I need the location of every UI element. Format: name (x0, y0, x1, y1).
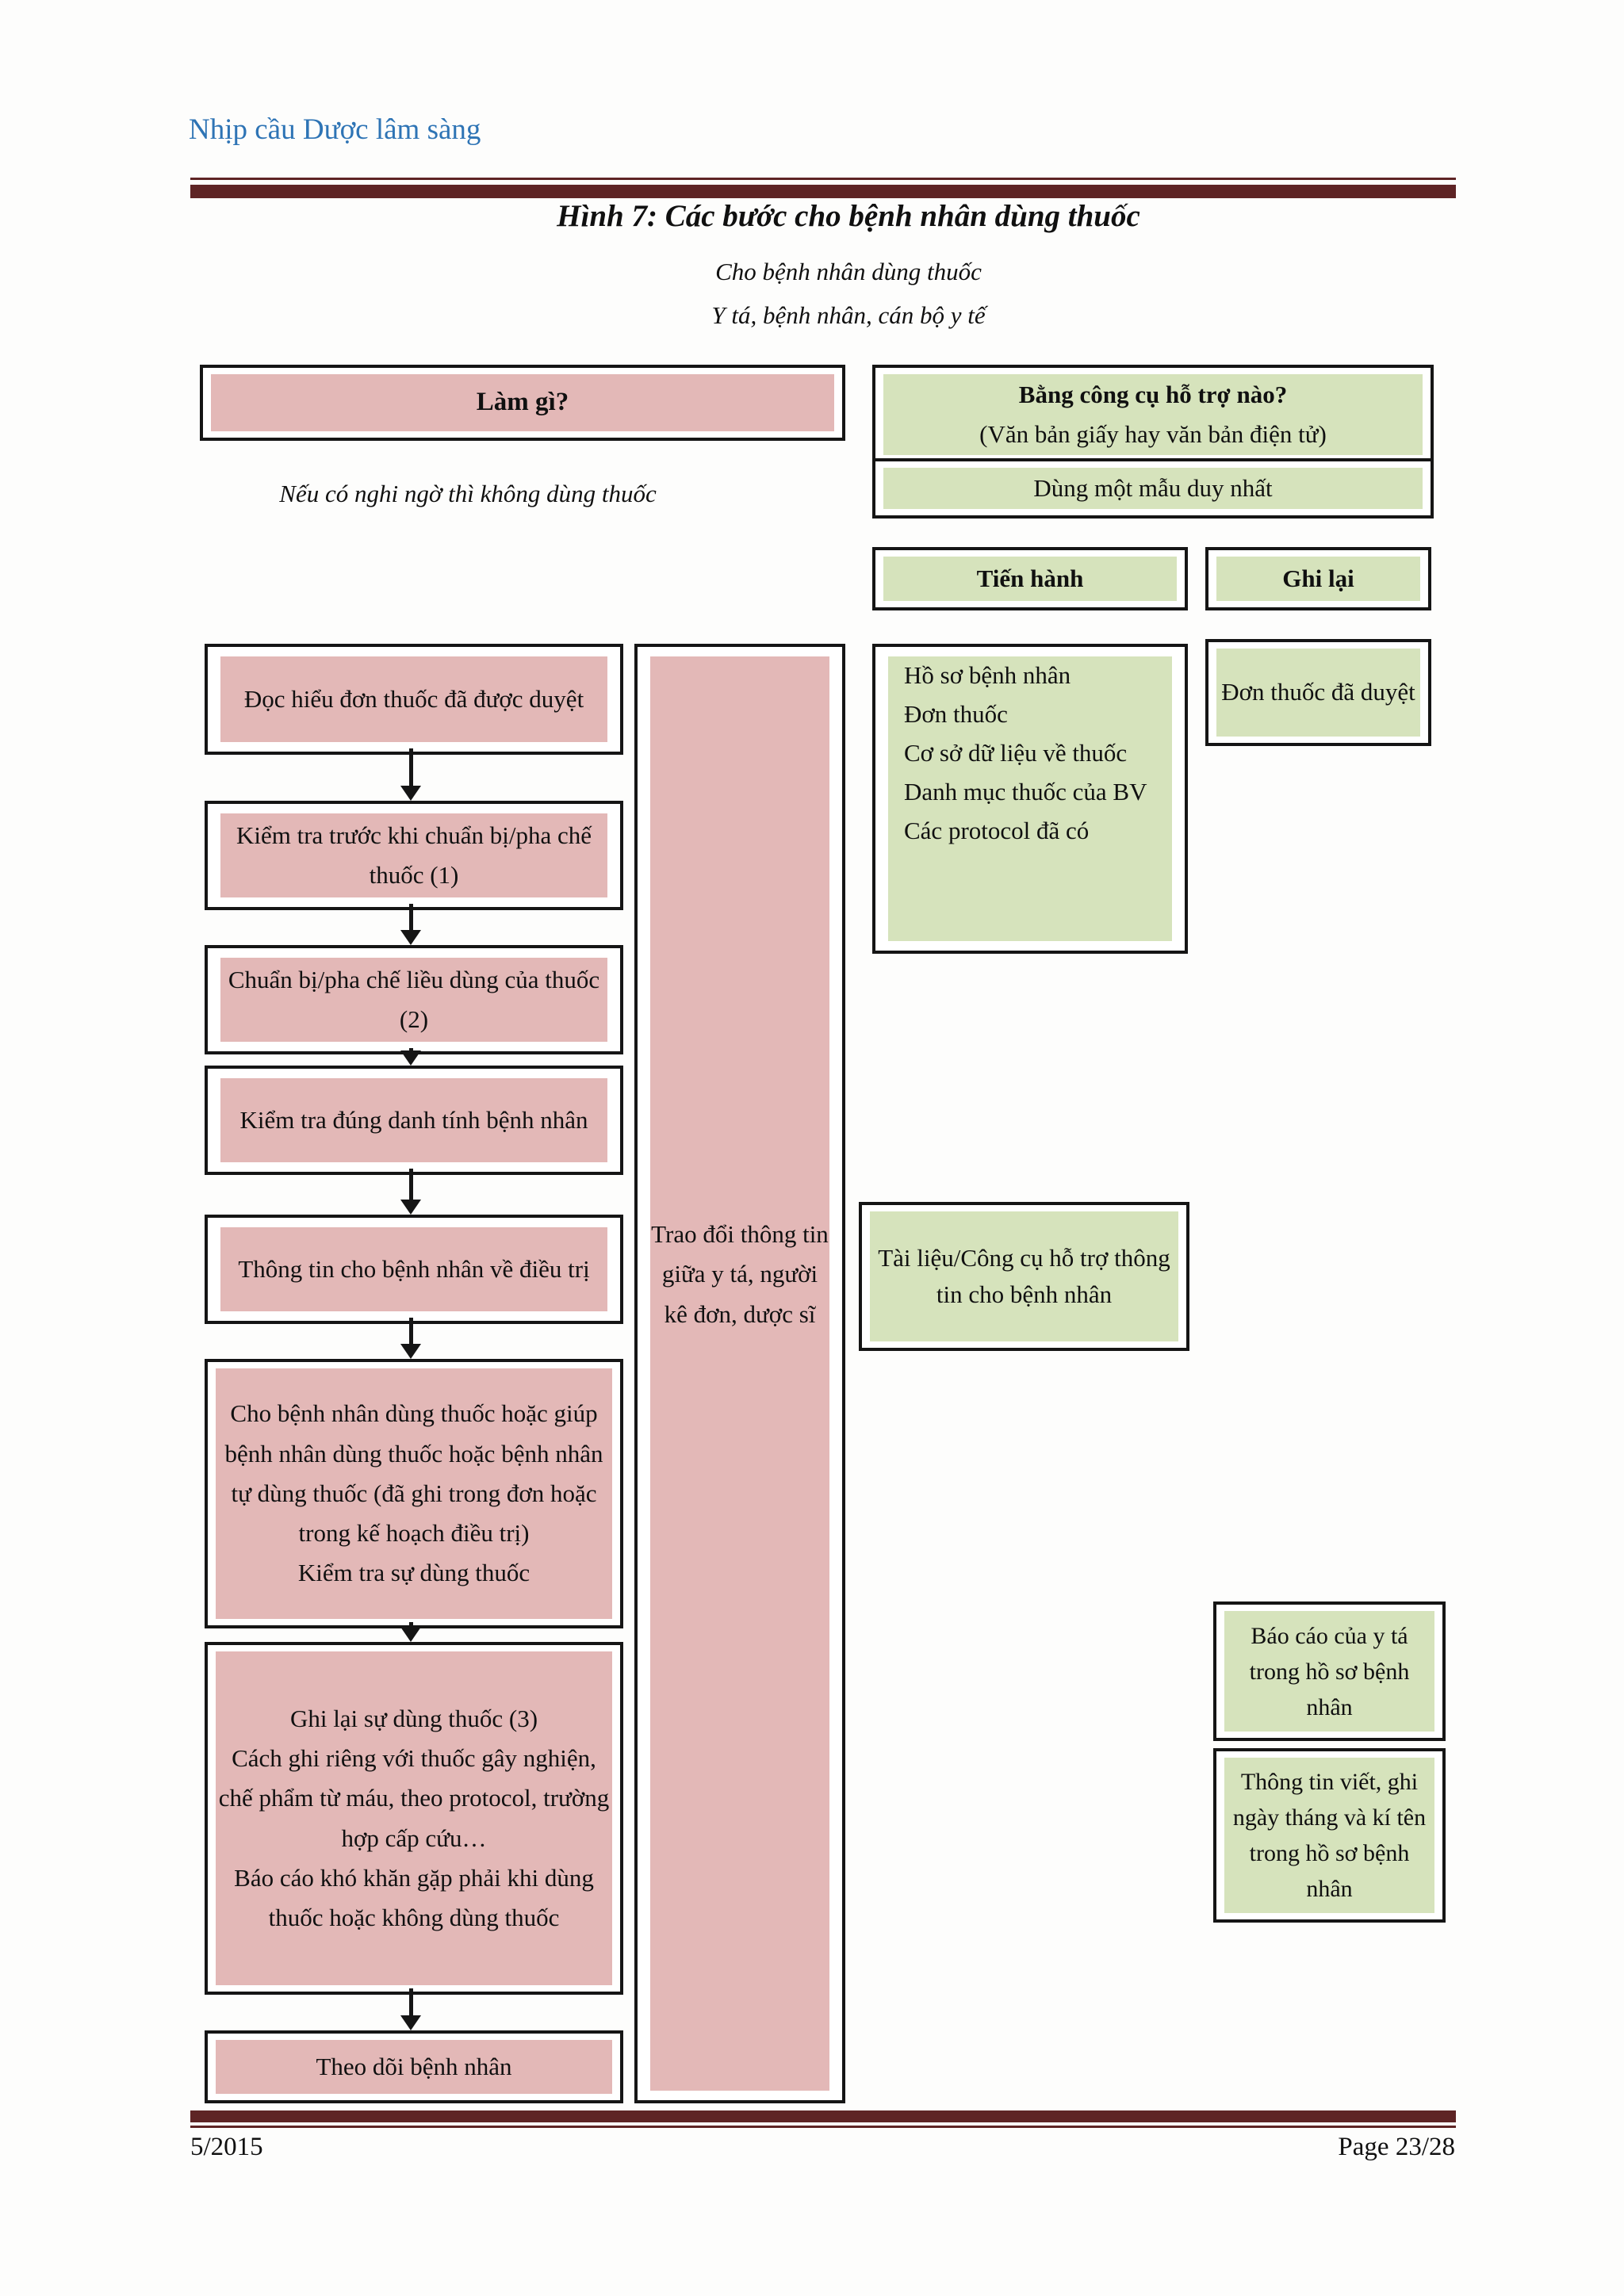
patient-info-tools-box: Tài liệu/Công cụ hỗ trợ thông tin cho bệ… (859, 1202, 1189, 1351)
exchange-text: Trao đổi thông tin giữa y tá, người kê đ… (650, 656, 829, 2091)
proceed-resources-text: Hồ sơ bệnh nhân Đơn thuốc Cơ sở dữ liệu … (888, 656, 1172, 941)
approved-prescription-text: Đơn thuốc đã duyệt (1216, 649, 1420, 737)
tools-column-header-label: Bằng công cụ hỗ trợ nào? (1018, 380, 1288, 408)
flow-step-2-box: Kiểm tra trước khi chuẩn bị/pha chế thuố… (205, 801, 623, 910)
footer-rule-thin (190, 2126, 1456, 2128)
flow-step-8-text: Theo dõi bệnh nhân (216, 2040, 612, 2094)
flow-arrow-2 (399, 904, 423, 945)
footer-rule-thick (190, 2110, 1456, 2122)
document-header-title: Nhịp cầu Dược lâm sàng (189, 113, 481, 146)
doubt-note: Nếu có nghi ngờ thì không dùng thuốc (279, 480, 657, 507)
flow-step-6-box: Cho bệnh nhân dùng thuốc hoặc giúp bệnh … (205, 1359, 623, 1628)
written-info-text: Thông tin viết, ghi ngày tháng và kí tên… (1224, 1758, 1434, 1913)
flow-arrow-7 (399, 1988, 423, 2030)
nurse-report-box: Báo cáo của y tá trong hồ sơ bệnh nhân (1213, 1601, 1446, 1741)
header-rule-thin (190, 178, 1456, 180)
record-header-label: Ghi lại (1216, 557, 1420, 601)
patient-info-tools-text: Tài liệu/Công cụ hỗ trợ thông tin cho bệ… (870, 1211, 1178, 1341)
flow-step-1-box: Đọc hiểu đơn thuốc đã được duyệt (205, 644, 623, 755)
flow-arrow-1 (399, 748, 423, 801)
proceed-header-box: Tiến hành (872, 547, 1188, 610)
figure-subtitle-1: Cho bệnh nhân dùng thuốc (715, 258, 982, 285)
flow-step-7-box: Ghi lại sự dùng thuốc (3) Cách ghi riêng… (205, 1642, 623, 1995)
tools-column-header: Bằng công cụ hỗ trợ nào? (Văn bản giấy h… (883, 374, 1423, 455)
single-form-label: Dùng một mẫu duy nhất (883, 468, 1423, 509)
proceed-resources-box: Hồ sơ bệnh nhân Đơn thuốc Cơ sở dữ liệu … (872, 644, 1188, 954)
header-rule-thick (190, 185, 1456, 198)
nurse-report-text: Báo cáo của y tá trong hồ sơ bệnh nhân (1224, 1611, 1434, 1732)
flow-arrow-6 (399, 1622, 423, 1642)
flow-step-7-text: Ghi lại sự dùng thuốc (3) Cách ghi riêng… (216, 1651, 612, 1985)
figure-title: Hình 7: Các bước cho bệnh nhân dùng thuố… (557, 199, 1140, 233)
flow-step-6-text: Cho bệnh nhân dùng thuốc hoặc giúp bệnh … (216, 1368, 612, 1619)
flow-step-5-text: Thông tin cho bệnh nhân về điều trị (220, 1227, 607, 1311)
footer-page-number: Page 23/28 (1338, 2133, 1455, 2161)
tools-column-subheader-label: (Văn bản giấy hay văn bản điện tử) (979, 420, 1327, 448)
what-column-header-box: Làm gì? (200, 365, 845, 441)
flow-step-5-box: Thông tin cho bệnh nhân về điều trị (205, 1215, 623, 1324)
tools-column-header-box: Bằng công cụ hỗ trợ nào? (Văn bản giấy h… (872, 365, 1434, 465)
figure-subtitle-2: Y tá, bệnh nhân, cán bộ y tế (711, 301, 986, 329)
flow-step-4-text: Kiểm tra đúng danh tính bệnh nhân (220, 1078, 607, 1162)
flow-arrow-3 (399, 1048, 423, 1066)
what-column-header-label: Làm gì? (211, 374, 834, 431)
flow-step-3-text: Chuẩn bị/pha chế liều dùng của thuốc (2) (220, 958, 607, 1042)
record-header-box: Ghi lại (1205, 547, 1431, 610)
proceed-header-label: Tiến hành (883, 557, 1177, 601)
flow-step-3-box: Chuẩn bị/pha chế liều dùng của thuốc (2) (205, 945, 623, 1054)
single-form-box: Dùng một mẫu duy nhất (872, 458, 1434, 519)
approved-prescription-box: Đơn thuốc đã duyệt (1205, 639, 1431, 746)
exchange-box: Trao đổi thông tin giữa y tá, người kê đ… (634, 644, 845, 2103)
flow-step-1-text: Đọc hiểu đơn thuốc đã được duyệt (220, 656, 607, 742)
footer-date: 5/2015 (190, 2133, 263, 2161)
flow-step-4-box: Kiểm tra đúng danh tính bệnh nhân (205, 1066, 623, 1175)
flow-arrow-5 (399, 1318, 423, 1359)
written-info-box: Thông tin viết, ghi ngày tháng và kí tên… (1213, 1748, 1446, 1923)
flow-step-2-text: Kiểm tra trước khi chuẩn bị/pha chế thuố… (220, 813, 607, 897)
flow-arrow-4 (399, 1169, 423, 1215)
flow-step-8-box: Theo dõi bệnh nhân (205, 2030, 623, 2103)
